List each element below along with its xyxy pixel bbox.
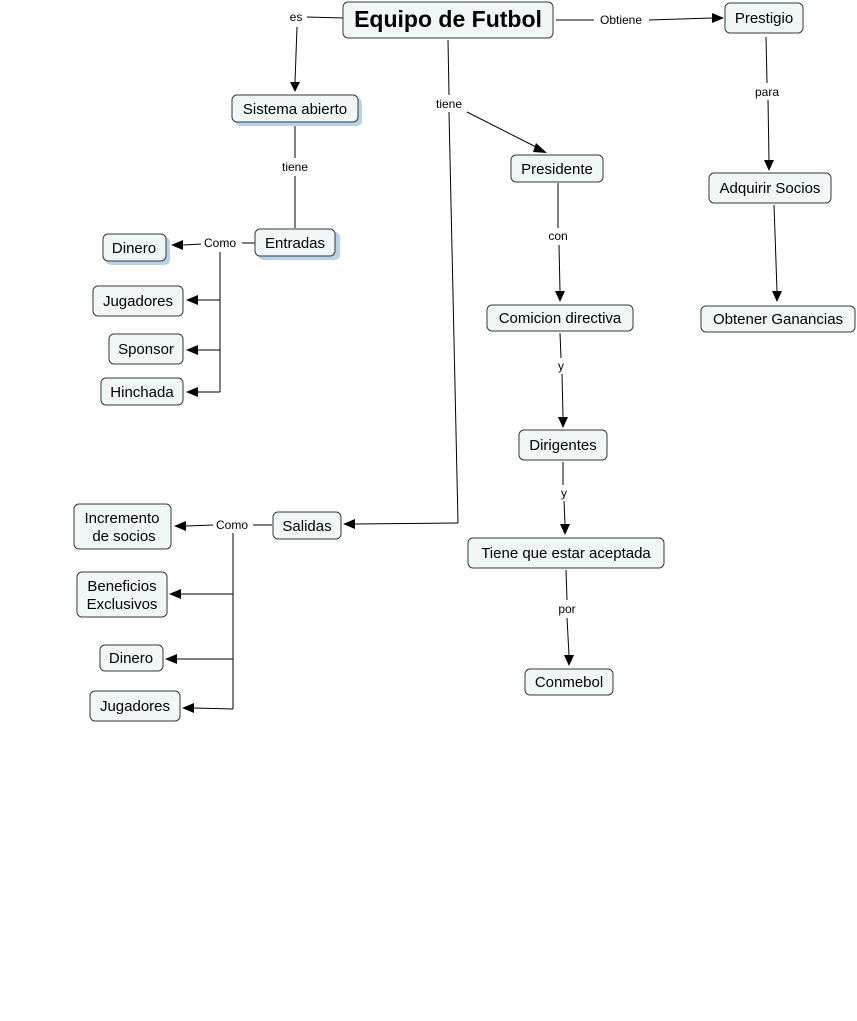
node-jugadores-entradas[interactable]: Jugadores bbox=[92, 285, 184, 317]
node-comicion-directiva[interactable]: Comicion directiva bbox=[486, 304, 634, 332]
node-obtener-ganancias[interactable]: Obtener Ganancias bbox=[700, 305, 856, 333]
svg-text:Salidas: Salidas bbox=[282, 518, 331, 535]
svg-text:para: para bbox=[755, 85, 779, 99]
svg-text:Conmebol: Conmebol bbox=[535, 674, 603, 691]
svg-text:Comicion directiva: Comicion directiva bbox=[499, 310, 622, 327]
svg-text:Prestigio: Prestigio bbox=[735, 10, 793, 27]
node-presidente[interactable]: Presidente bbox=[510, 154, 604, 183]
svg-text:y: y bbox=[558, 359, 564, 373]
svg-text:Exclusivos: Exclusivos bbox=[87, 596, 158, 613]
svg-text:tiene: tiene bbox=[436, 97, 462, 111]
svg-text:Hinchada: Hinchada bbox=[110, 384, 174, 401]
node-sponsor[interactable]: Sponsor bbox=[108, 333, 184, 365]
link-label-tiene-sistema: tiene bbox=[277, 159, 313, 175]
link-label-obtiene: Obtiene bbox=[595, 12, 647, 28]
svg-text:de socios: de socios bbox=[92, 528, 155, 545]
node-adquirir-socios[interactable]: Adquirir Socios bbox=[708, 172, 832, 204]
svg-text:Sponsor: Sponsor bbox=[118, 341, 174, 358]
svg-text:Sistema abierto: Sistema abierto bbox=[243, 101, 347, 118]
svg-text:Como: Como bbox=[204, 236, 236, 250]
svg-text:Beneficios: Beneficios bbox=[87, 578, 156, 595]
node-hinchada[interactable]: Hinchada bbox=[100, 377, 184, 406]
svg-text:Tiene que estar aceptada: Tiene que estar aceptada bbox=[481, 545, 651, 562]
link-label-y-1: y bbox=[554, 358, 568, 374]
svg-text:Dinero: Dinero bbox=[112, 240, 156, 257]
node-salidas[interactable]: Salidas bbox=[272, 511, 342, 540]
svg-text:Dinero: Dinero bbox=[109, 650, 153, 667]
node-jugadores-salidas[interactable]: Jugadores bbox=[89, 690, 181, 722]
svg-text:Incremento: Incremento bbox=[84, 510, 159, 527]
svg-text:Jugadores: Jugadores bbox=[100, 698, 170, 715]
svg-text:Obtener Ganancias: Obtener Ganancias bbox=[713, 311, 843, 328]
link-label-tiene-main: tiene bbox=[431, 96, 467, 112]
node-equipo-de-futbol[interactable]: Equipo de Futbol bbox=[342, 1, 554, 39]
svg-text:Entradas: Entradas bbox=[265, 235, 325, 252]
svg-text:por: por bbox=[558, 602, 575, 616]
svg-text:y: y bbox=[561, 486, 567, 500]
svg-text:Dirigentes: Dirigentes bbox=[529, 437, 597, 454]
node-beneficios-exclusivos[interactable]: Beneficios Exclusivos bbox=[76, 571, 168, 618]
svg-text:tiene: tiene bbox=[282, 160, 308, 174]
link-label-como-entradas: Como bbox=[201, 235, 241, 251]
node-conmebol[interactable]: Conmebol bbox=[524, 668, 614, 696]
node-sistema-abierto[interactable]: Sistema abierto bbox=[231, 94, 362, 126]
link-label-para: para bbox=[751, 84, 783, 100]
node-dirigentes[interactable]: Dirigentes bbox=[518, 429, 608, 461]
svg-text:Presidente: Presidente bbox=[521, 161, 593, 178]
svg-text:Equipo de Futbol: Equipo de Futbol bbox=[354, 6, 542, 32]
node-entradas[interactable]: Entradas bbox=[254, 228, 340, 260]
link-label-con: con bbox=[545, 228, 573, 244]
node-incremento-de-socios[interactable]: Incremento de socios bbox=[73, 503, 172, 550]
node-dinero-salidas[interactable]: Dinero bbox=[99, 644, 164, 672]
svg-text:con: con bbox=[548, 229, 567, 243]
svg-text:Como: Como bbox=[216, 518, 248, 532]
node-dinero-entradas[interactable]: Dinero bbox=[102, 233, 170, 265]
node-tiene-que-estar-aceptada[interactable]: Tiene que estar aceptada bbox=[467, 537, 665, 569]
connectors bbox=[165, 13, 782, 713]
link-label-como-salidas: Como bbox=[213, 517, 253, 533]
svg-text:Adquirir Socios: Adquirir Socios bbox=[720, 180, 821, 197]
link-label-y-2: y bbox=[557, 485, 571, 501]
svg-text:Obtiene: Obtiene bbox=[600, 13, 642, 27]
link-label-es: es bbox=[286, 9, 306, 25]
svg-text:es: es bbox=[290, 10, 303, 24]
link-label-por: por bbox=[555, 601, 579, 617]
svg-text:Jugadores: Jugadores bbox=[103, 293, 173, 310]
node-prestigio[interactable]: Prestigio bbox=[724, 2, 804, 34]
